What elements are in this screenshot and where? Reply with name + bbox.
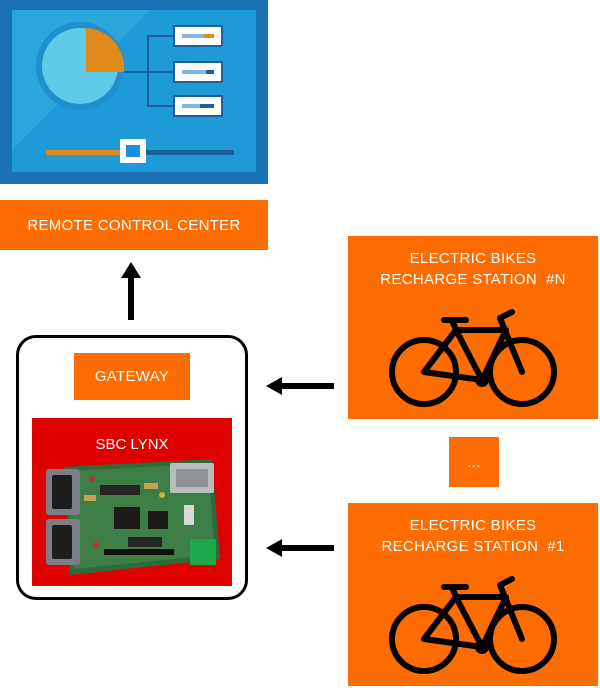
arrow-left-icon: [266, 377, 334, 395]
bicycle-icon: [389, 576, 557, 674]
recharge-station-1: ELECTRIC BIKES RECHARGE STATION #1: [348, 503, 598, 686]
circuit-board-image: [46, 459, 220, 575]
gateway-label: GATEWAY: [74, 353, 190, 400]
sbc-lynx-label: SBC LYNX: [95, 436, 169, 453]
arrow-up-icon: [121, 262, 141, 320]
remote-control-center-label: REMOTE CONTROL CENTER: [0, 200, 268, 250]
dashboard-monitor-icon: [0, 0, 268, 184]
bicycle-icon: [389, 309, 557, 407]
more-stations-ellipsis: ...: [449, 437, 499, 487]
station-title: ELECTRIC BIKES RECHARGE STATION #1: [381, 517, 565, 555]
recharge-station-n: ELECTRIC BIKES RECHARGE STATION #N: [348, 236, 598, 419]
station-title: ELECTRIC BIKES RECHARGE STATION #N: [380, 250, 566, 288]
arrow-left-icon: [266, 539, 334, 557]
